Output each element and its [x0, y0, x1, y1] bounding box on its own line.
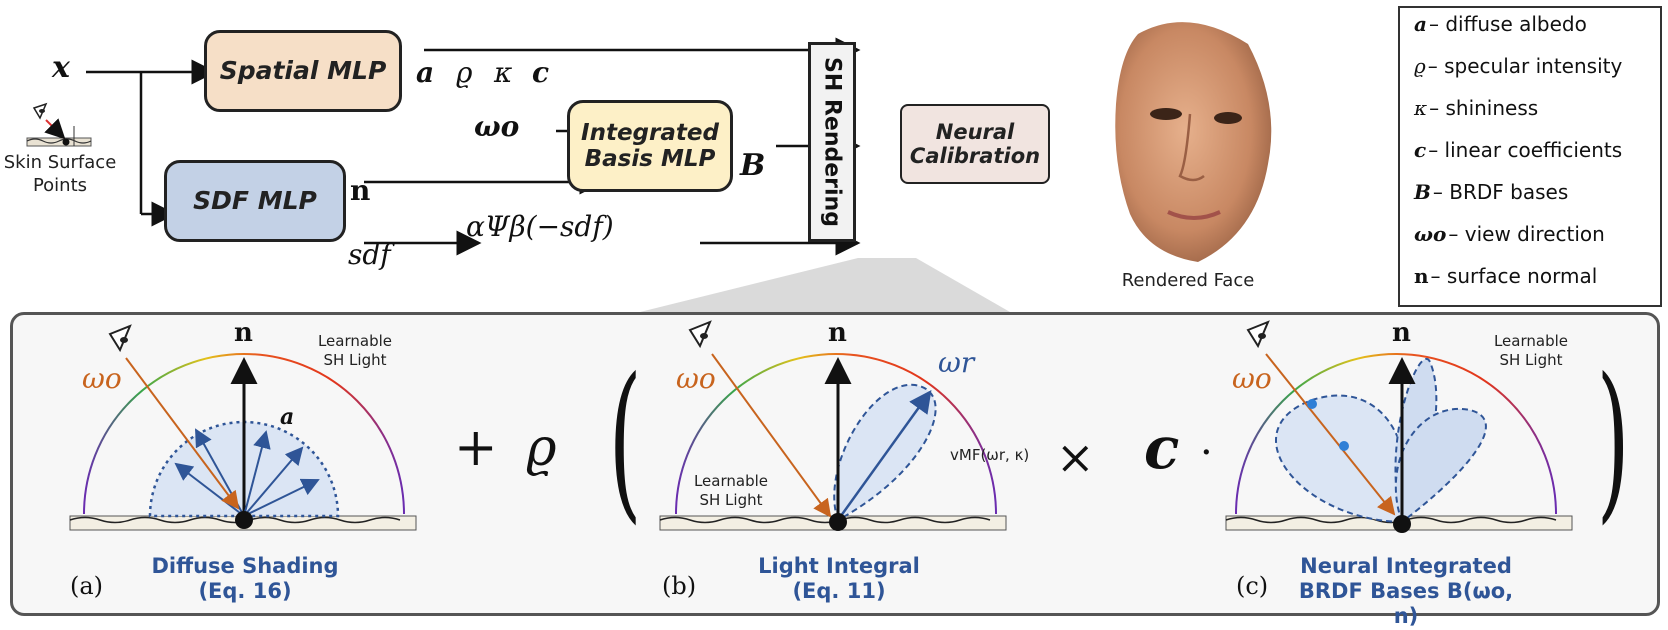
- panel-a-letter: (a): [70, 572, 104, 600]
- panel-b-letter: (b): [662, 572, 697, 600]
- panel-b-omega-r-label: ωr: [938, 346, 975, 379]
- spatial-output-a: a: [416, 56, 435, 89]
- panel-a-caption: Diffuse Shading (Eq. 16): [151, 554, 339, 604]
- x-input: x: [52, 50, 70, 85]
- rendered-face-label: Rendered Face: [1121, 270, 1255, 291]
- legend-row: κ– shininess: [1414, 96, 1539, 120]
- panel-a-omega-label: ωo: [82, 362, 122, 395]
- legend-row: ϱ– specular intensity: [1414, 54, 1623, 78]
- sdf-output-sdf: sdf: [348, 238, 391, 271]
- spatial-output-rho: ϱ: [456, 56, 473, 89]
- legend-row: n– surface normal: [1414, 264, 1598, 288]
- panel-b-light-label: Learnable SH Light: [693, 472, 769, 509]
- sdf-mlp-box: SDF MLP: [164, 160, 346, 242]
- omega-o-input: ωo: [474, 110, 520, 143]
- left-paren: (: [608, 342, 642, 540]
- panel-a-illustration: [69, 324, 417, 531]
- legend-row: ωo– view direction: [1414, 222, 1605, 246]
- panel-b-caption: Light Integral (Eq. 11): [758, 554, 920, 604]
- integrated-basis-mlp-box: Integrated Basis MLP: [567, 100, 733, 192]
- right-paren: ): [1596, 342, 1630, 540]
- panel-b-n-label: n: [828, 318, 847, 348]
- rho-operator: ϱ: [526, 418, 557, 478]
- legend-row: B– BRDF bases: [1414, 180, 1569, 204]
- spatial-mlp-box: Spatial MLP: [204, 30, 402, 112]
- sh-rendering-box: SH Rendering: [808, 42, 856, 242]
- rendered-face-image: [1115, 22, 1272, 262]
- legend-row: c– linear coefficients: [1414, 138, 1623, 162]
- panel-b-omega-label: ωo: [676, 362, 716, 395]
- panel-a-light-label: Learnable SH Light: [317, 332, 393, 369]
- skin-surface-icon: [26, 102, 92, 147]
- panel-a-n-label: n: [234, 318, 253, 348]
- sdf-output-n: n: [350, 174, 371, 207]
- spatial-output-c: c: [532, 56, 550, 89]
- basis-output-b: B: [740, 148, 766, 183]
- symbol-legend: a– diffuse albedo ϱ– specular intensity …: [1398, 6, 1662, 307]
- panel-b-vmf-label: vMF(ωr, κ): [950, 446, 1030, 464]
- panel-c-caption: Neural Integrated BRDF Bases B(ωo, n): [1298, 554, 1514, 629]
- plus-operator: +: [454, 418, 498, 478]
- dot-operator: ·: [1200, 430, 1213, 476]
- neural-calibration-box: Neural Calibration: [900, 104, 1050, 184]
- panel-c-letter: (c): [1236, 572, 1269, 600]
- alpha-psi-label: αΨβ(−sdf): [466, 210, 614, 243]
- panel-c-light-label: Learnable SH Light: [1493, 332, 1569, 369]
- skin-surface-points-label: Skin Surface Points: [3, 152, 117, 196]
- panel-c-omega-label: ωo: [1232, 362, 1272, 395]
- spatial-output-kappa: κ: [494, 56, 513, 89]
- c-operator: c: [1144, 414, 1180, 482]
- panel-a-albedo-label: a: [280, 404, 295, 430]
- panel-c-n-label: n: [1392, 318, 1411, 348]
- times-operator: ×: [1056, 430, 1095, 484]
- legend-row: a– diffuse albedo: [1414, 12, 1587, 36]
- panel-b-illustration: [659, 320, 1007, 531]
- panel-c-illustration: [1225, 320, 1573, 533]
